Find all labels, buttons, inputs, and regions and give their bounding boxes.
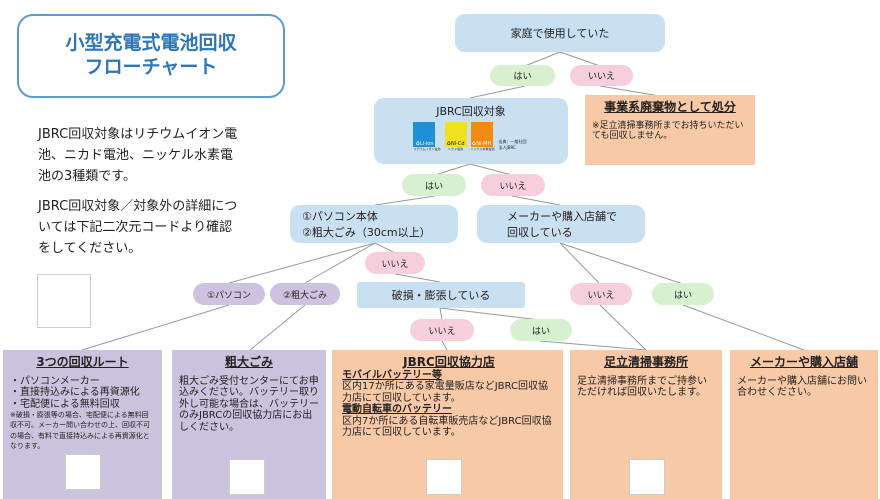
intro-text-2: JBRC回収対象／対象外の詳細については下記二次元コードより確認をしてください。 <box>38 199 238 256</box>
damage-node: 破損・膨張している <box>357 282 525 308</box>
title-line1: 小型充電式電池回収 <box>65 32 237 55</box>
yes-pill: はい <box>652 283 714 305</box>
qr-code[interactable] <box>229 459 265 495</box>
no-pill: いいえ <box>481 174 545 196</box>
qr-code[interactable] <box>64 453 101 490</box>
no-pill: いいえ <box>570 65 633 86</box>
no-pill: いいえ <box>410 319 474 341</box>
maker-question-node: メーカーや購入店舗で回収している <box>477 205 645 243</box>
office-box: 足立清掃事務所 足立清掃事務所までご持参いただければ回収いたします。 <box>570 350 722 499</box>
qr-code[interactable] <box>37 274 91 328</box>
routes-box: 3つの回収ルート ・パソコンメーカー ・直接持込みによる再資源化 ・宅配便による… <box>3 350 162 499</box>
no-pill: いいえ <box>570 283 632 305</box>
yes-pill: はい <box>402 174 466 196</box>
business-note: ※足立清掃事務所までお持ちいただいても回収しません。 <box>592 120 744 142</box>
business-title: 事業系廃棄物として処分 <box>604 100 736 114</box>
jbrc-source: 出典：一般社団法人JBRC <box>498 139 527 150</box>
bulky-box: 粗大ごみ 粗大ごみ受付センターにてお申込みください。バッテリー取り外し可能な場合… <box>172 350 326 499</box>
start-node: 家庭で使用していた <box>455 14 665 52</box>
jbrc-title: JBRC回収対象 <box>436 105 506 118</box>
bulky-pill: ②粗大ごみ <box>270 283 340 305</box>
no-pill: いいえ <box>365 252 425 274</box>
pc-pill: ①パソコン <box>193 283 265 305</box>
business-waste-box: 事業系廃棄物として処分 ※足立清掃事務所までお持ちいただいても回収しません。 <box>585 95 755 165</box>
title-line2: フローチャート <box>84 56 218 78</box>
title-box: 小型充電式電池回収 フローチャート <box>17 14 285 98</box>
maker-box: メーカーや購入店舗 メーカーや購入店舗にお問い合わせください。 <box>730 350 878 499</box>
jbrc-store-box: JBRC回収協力店 モバイルバッテリー等 区内17か所にある家電量販店などJBR… <box>332 350 563 499</box>
qr-code[interactable] <box>426 459 462 495</box>
yes-pill: はい <box>510 319 572 341</box>
intro-text-1: JBRC回収対象はリチウムイオン電池、ニカド電池、ニッケル水素電池の3種類です。 <box>38 127 238 184</box>
yes-pill: はい <box>490 65 555 86</box>
qr-code[interactable] <box>629 459 665 495</box>
